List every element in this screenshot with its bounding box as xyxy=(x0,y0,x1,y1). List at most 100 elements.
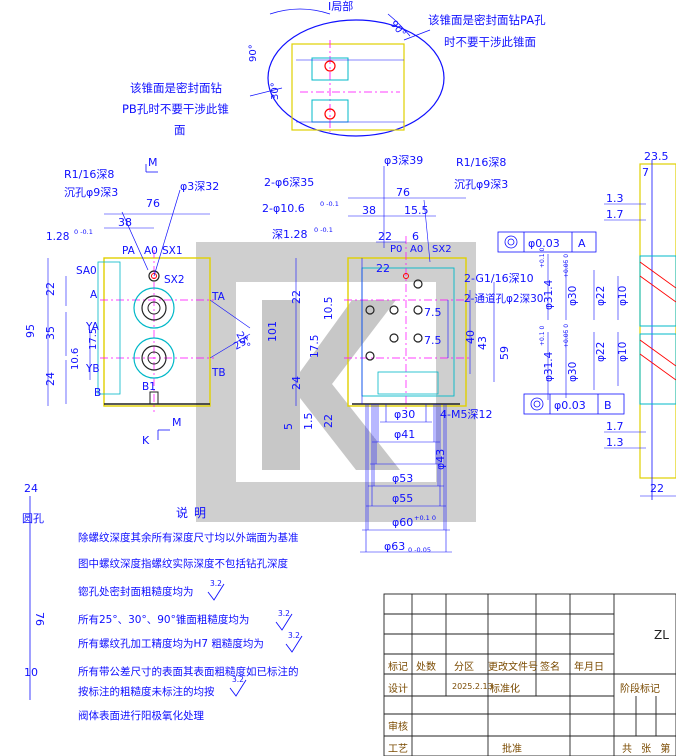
datum-label: B xyxy=(604,399,612,412)
dim-tolerance: 0 -0.1 xyxy=(74,228,93,236)
left-view: R1/16深8 沉孔φ9深3 φ3深32 M M K 76 38 1.28 0 … xyxy=(24,156,253,447)
dim-label: φ22 xyxy=(595,342,607,362)
callout-note: PB孔时不要干涉此锥 xyxy=(122,102,229,116)
title-cell: 2025.2.13 xyxy=(452,682,493,691)
dim-label: 22 xyxy=(376,262,390,275)
note-line: 所有带公差尺寸的表面其表面粗糙度如已标注的 xyxy=(78,666,299,678)
port-label: SX1 xyxy=(162,245,183,257)
section-label: M xyxy=(148,156,158,169)
section-label: K xyxy=(142,434,150,447)
dim-label: 6 xyxy=(412,230,419,243)
title-cell: 签名 xyxy=(540,662,560,673)
title-cell: 年月日 xyxy=(574,662,604,673)
title-cell: 工艺 xyxy=(388,744,408,755)
dim-label: 38 xyxy=(362,204,376,217)
dim-label: 沉孔φ9深3 xyxy=(454,178,508,191)
title-cell: 更改文件号 xyxy=(488,662,538,673)
port-label: SX2 xyxy=(164,274,185,286)
dim-label: R1/16深8 xyxy=(64,168,114,181)
title-cell: 标准化 xyxy=(490,684,520,695)
dim-tolerance: +0.1 0 xyxy=(539,326,546,346)
runout-frame-b xyxy=(523,393,625,415)
callout-note: 时不要干涉此锥面 xyxy=(444,35,536,49)
dim-label: φ53 xyxy=(392,472,413,485)
title-cell: 设计 xyxy=(388,684,408,695)
title-cell: 审核 xyxy=(388,722,408,733)
port-label: SX2 xyxy=(432,244,452,255)
detail-view-i: I局部 90° 90° 30° 该锥面是密封面钻PA孔 时不要干涉此锥面 该锥面… xyxy=(122,0,546,137)
callout-note: 该锥面是密封面钻 xyxy=(130,81,222,95)
dim-tolerance: +0.05 0 xyxy=(563,324,570,348)
dim-label: 23.5 xyxy=(644,150,669,163)
dim-label: 1.3 xyxy=(606,192,624,205)
runout-frame-a xyxy=(497,231,597,253)
dim-label: 2-通道孔φ2深30 xyxy=(464,292,543,305)
port-label: TA xyxy=(211,291,226,303)
angle-label: 90° xyxy=(248,44,259,62)
title-cell: 阶段标记 xyxy=(620,684,660,695)
dim-tolerance: +0.1 0 xyxy=(414,514,436,522)
port-label: YA xyxy=(85,321,100,333)
port-label: A xyxy=(90,289,98,301)
dim-label: 7.5 xyxy=(424,306,442,319)
dim-label: φ31.4 xyxy=(543,351,555,382)
dim-label: φ30 xyxy=(567,286,579,306)
dim-label: 17.5 xyxy=(309,335,321,358)
roughness-value: 3.2 xyxy=(232,675,244,684)
dim-label: 10.5 xyxy=(323,297,335,320)
note-line: 图中螺纹深度指螺纹实际深度不包括钻孔深度 xyxy=(78,558,288,570)
roughness-symbols xyxy=(207,583,303,697)
section-label: M xyxy=(172,416,182,429)
dim-tolerance: 0 -0.05 xyxy=(408,546,431,554)
dim-label: 22 xyxy=(44,282,57,296)
dim-tolerance: +0.05 0 xyxy=(563,254,570,278)
dim-label: 95 xyxy=(24,324,37,338)
dim-label: 24 xyxy=(24,482,38,495)
tolerance-value: φ0.03 xyxy=(554,399,586,412)
angle-label: 30° xyxy=(270,82,281,100)
title-cell: 共 张 第 xyxy=(622,744,674,755)
port-label: A0 xyxy=(410,244,423,255)
dim-label: 40 xyxy=(464,330,477,344)
dim-tolerance: +0.1 0 xyxy=(539,248,546,268)
dim-label: 17.5 xyxy=(88,328,99,350)
dim-label: 7 xyxy=(642,166,649,179)
dim-label: 10 xyxy=(24,666,38,679)
dim-label: 24 xyxy=(44,372,57,386)
center-view: φ3深39 2-φ6深35 2-φ10.6 0 -0.1 深1.28 0 -0.… xyxy=(262,154,543,554)
dim-label: φ41 xyxy=(394,428,415,441)
angle-label: 90° xyxy=(388,19,408,40)
port-label: B xyxy=(94,387,101,399)
notes-title: 说明 xyxy=(176,506,213,520)
detail-label: I局部 xyxy=(328,0,353,13)
dim-label: 76 xyxy=(396,186,410,199)
dim-label: 76 xyxy=(146,197,160,210)
dim-label: R1/16深8 xyxy=(456,156,506,169)
dim-label: φ55 xyxy=(392,492,413,505)
note-line: 按标注的粗糙度未标注的均按 xyxy=(78,686,215,698)
left-edge-labels: 24 圆孔 76 10 xyxy=(22,482,46,700)
dim-label: 2-G1/16深10 xyxy=(464,272,534,285)
dim-label: 5 xyxy=(282,423,295,430)
title-cell: 处数 xyxy=(416,662,436,673)
note-line: 锪孔处密封面粗糙度均为 xyxy=(78,586,194,598)
port-label: P0 xyxy=(390,244,402,255)
title-cell: 分区 xyxy=(454,662,474,673)
note-line: 除螺纹深度其余所有深度尺寸均以外端面为基准 xyxy=(78,532,299,544)
dim-tolerance: 0 -0.1 xyxy=(314,226,333,234)
dim-label: 深1.28 xyxy=(272,228,308,241)
dim-label: 101 xyxy=(266,321,279,342)
port-label: A0 xyxy=(144,245,158,257)
dim-label: φ22 xyxy=(595,286,607,306)
dim-label: 76 xyxy=(33,612,46,626)
dim-label: 22 xyxy=(290,290,303,304)
dim-label: 22 xyxy=(650,482,664,495)
dim-label: φ60 xyxy=(392,516,413,529)
dim-label: φ10 xyxy=(617,342,629,362)
dim-label: 1.5 xyxy=(302,413,315,431)
callout-note: 该锥面是密封面钻PA孔 xyxy=(428,13,546,27)
dim-label: 7.5 xyxy=(424,334,442,347)
port-label: B1 xyxy=(142,381,156,393)
dim-tolerance: 0 -0.1 xyxy=(320,200,339,208)
